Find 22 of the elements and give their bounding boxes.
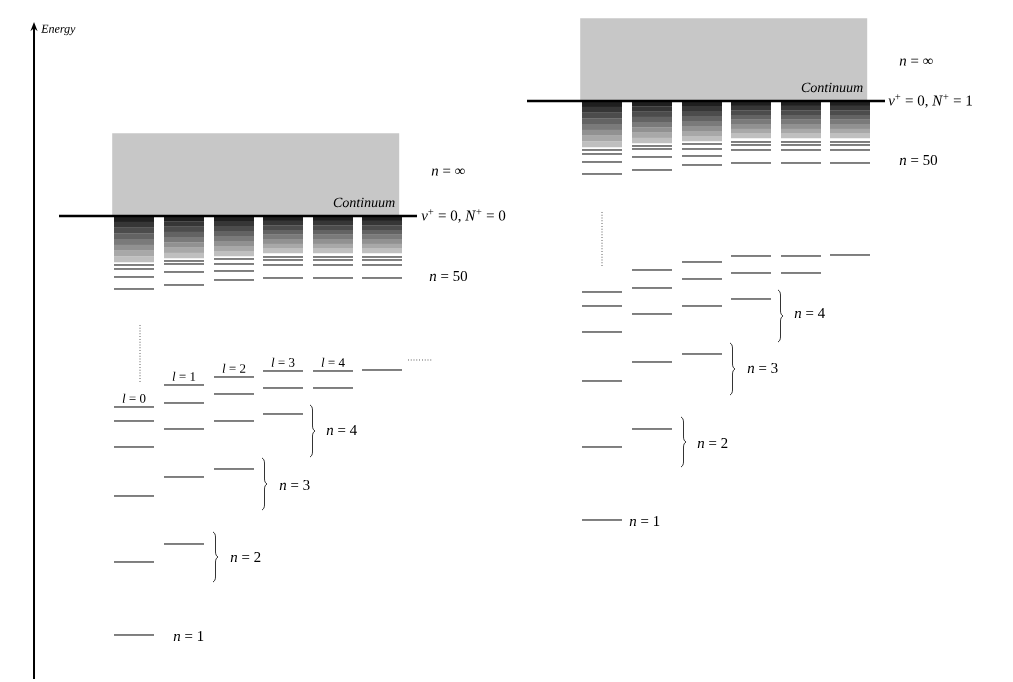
level-label: v$^{+}$ = 0, N$^{+}$ = 0 [421,209,506,223]
level-label: n = 4 [326,425,357,435]
level-label: n = 2 [697,438,728,448]
level-label: n = 50 [899,154,938,166]
level-label: l = 0 [122,393,146,403]
level-label: n = ∞ [431,168,465,176]
level-label: v$^{+}$ = 0, N$^{+}$ = 1 [888,94,972,108]
continuum-box: Continuum [580,18,868,101]
level-label: l = 4 [321,357,345,367]
level-label: l = 3 [271,357,295,367]
level-label: n = 50 [429,270,468,282]
level-label: n = 3 [279,479,310,491]
level-label: l = 2 [222,363,246,373]
axis-label: Energy [41,24,76,36]
level-label: n = 3 [747,362,778,374]
continuum-box: Continuum [112,133,400,216]
level-label: n = ∞ [899,58,933,66]
level-label: n = 1 [629,516,660,526]
level-label: n = 4 [794,308,825,318]
level-label: n = 1 [173,631,204,641]
level-label: l = 1 [172,371,196,381]
level-label: n = 2 [230,552,261,562]
